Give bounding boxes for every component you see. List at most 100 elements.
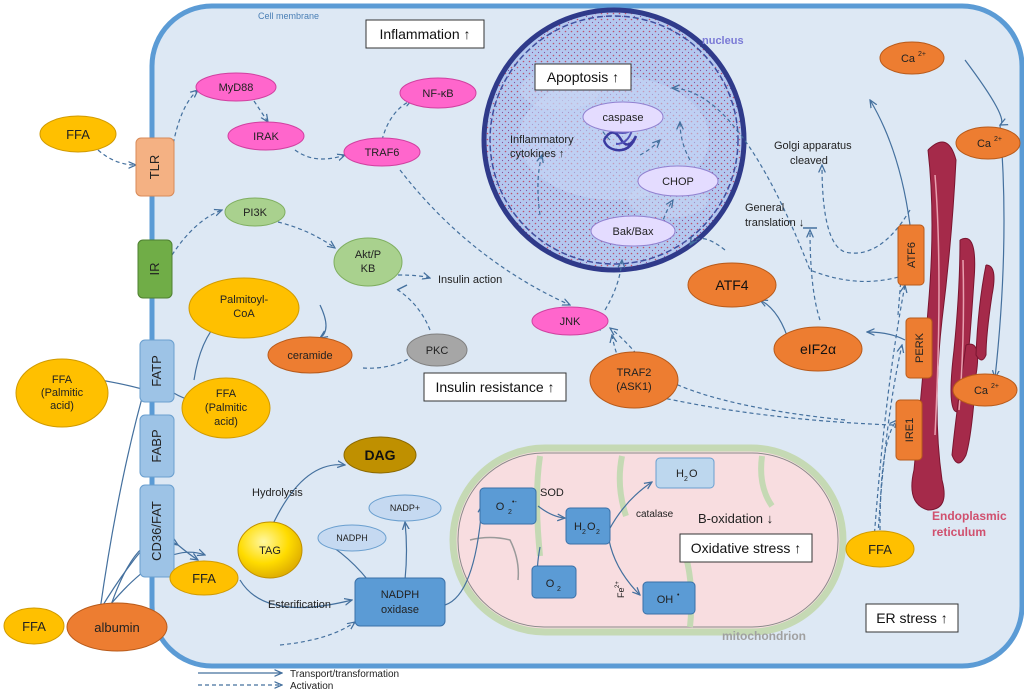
svg-text:ATF4: ATF4 <box>715 277 748 293</box>
receptor-fatp[interactable]: FATP <box>139 339 175 403</box>
svg-text:Activation: Activation <box>290 681 333 690</box>
receptor-ire1[interactable]: IRE1 <box>895 399 923 461</box>
svg-text:2: 2 <box>582 529 586 536</box>
svg-text:IR: IR <box>147 263 162 276</box>
svg-text:eIF2α: eIF2α <box>800 341 836 357</box>
svg-text:Bak/Bax: Bak/Bax <box>613 226 654 238</box>
svg-text:Ca: Ca <box>977 138 992 150</box>
svg-text:albumin: albumin <box>94 620 140 635</box>
svg-text:O: O <box>689 468 698 480</box>
palmitoyl-coa-node[interactable]: Palmitoyl- CoA <box>188 277 300 339</box>
svg-text:CoA: CoA <box>233 308 255 320</box>
svg-text:2+: 2+ <box>918 51 926 58</box>
svg-text:FFA: FFA <box>868 542 892 557</box>
myd88-node[interactable]: MyD88 <box>195 72 277 102</box>
svg-text:Palmitoyl-: Palmitoyl- <box>220 294 269 306</box>
receptor-tlr[interactable]: TLR <box>135 137 175 197</box>
svg-text:ceramide: ceramide <box>287 350 332 362</box>
irak-node[interactable]: IRAK <box>227 121 305 151</box>
catalase-label: catalase <box>636 509 674 520</box>
fe-label: Fe 2+ <box>615 581 626 598</box>
traf2-node[interactable]: TRAF2 (ASK1) <box>589 351 679 409</box>
svg-text:caspase: caspase <box>603 112 644 124</box>
jnk-node[interactable]: JNK <box>531 306 609 336</box>
svg-text:FATP: FATP <box>149 355 164 387</box>
receptor-atf6[interactable]: ATF6 <box>897 224 925 286</box>
svg-text:H: H <box>574 521 582 533</box>
svg-text:IRAK: IRAK <box>253 131 279 143</box>
calcium-node-middle[interactable]: Ca 2+ <box>955 126 1021 160</box>
svg-text:NADPH: NADPH <box>381 589 420 601</box>
nadph-node[interactable]: NADPH <box>317 524 387 552</box>
aktpkb-node[interactable]: Akt/P KB <box>333 237 403 287</box>
svg-text:FFA: FFA <box>22 619 46 634</box>
golgi-label-2: cleaved <box>790 155 828 167</box>
svg-text:FFA: FFA <box>52 374 73 386</box>
dag-node[interactable]: DAG <box>343 436 417 474</box>
svg-text:Ca: Ca <box>974 385 989 397</box>
er-label-1: Endoplasmic <box>932 509 1007 523</box>
h2o2-node[interactable]: H 2 O 2 <box>565 507 611 545</box>
h2o-node[interactable]: H 2 O <box>655 457 715 489</box>
calcium-node-top[interactable]: Ca 2+ <box>879 41 945 75</box>
golgi-label-1: Golgi apparatus <box>774 140 852 152</box>
svg-text:PI3K: PI3K <box>243 207 268 219</box>
general-translation-label-2: translation ↓ <box>745 217 804 229</box>
bakbax-node[interactable]: Bak/Bax <box>590 215 676 247</box>
ffa-palmitic-outside-node[interactable]: FFA (Palmitic acid) <box>15 358 109 428</box>
calcium-node-bottom[interactable]: Ca 2+ <box>952 373 1018 407</box>
svg-text:OH: OH <box>657 594 674 606</box>
svg-text:TAG: TAG <box>259 545 281 557</box>
svg-text:2: 2 <box>557 586 561 593</box>
traf6-node[interactable]: TRAF6 <box>343 137 421 167</box>
svg-text:Inflammation ↑: Inflammation ↑ <box>379 26 470 42</box>
tag-node[interactable]: TAG <box>237 521 303 579</box>
oxygen-node[interactable]: O 2 <box>531 565 577 599</box>
receptor-cd36[interactable]: CD36/FAT <box>139 484 175 578</box>
inflammation-box: Inflammation ↑ <box>365 19 485 49</box>
svg-text:NADP+: NADP+ <box>390 503 420 513</box>
svg-text:O: O <box>546 578 555 590</box>
er-stress-box: ER stress ↑ <box>865 603 959 633</box>
svg-text:TRAF6: TRAF6 <box>365 147 400 159</box>
receptor-fabp[interactable]: FABP <box>139 414 175 478</box>
ffa-inner-node[interactable]: FFA <box>169 560 239 596</box>
svg-text:•-: •- <box>512 499 517 506</box>
nadp-plus-node[interactable]: NADP+ <box>368 494 442 522</box>
ffa-er-node[interactable]: FFA <box>845 530 915 568</box>
svg-text:PERK: PERK <box>914 332 926 363</box>
esterification-label: Esterification <box>268 599 331 611</box>
ceramide-node[interactable]: ceramide <box>267 336 353 374</box>
ffa-palmitic-inside-node[interactable]: FFA (Palmitic acid) <box>181 377 271 439</box>
atf4-node[interactable]: ATF4 <box>687 262 777 308</box>
svg-text:IRE1: IRE1 <box>904 418 916 442</box>
eif2a-node[interactable]: eIF2α <box>773 326 863 372</box>
apoptosis-box: Apoptosis ↑ <box>534 63 632 91</box>
chop-node[interactable]: CHOP <box>637 165 719 197</box>
svg-text:2: 2 <box>596 529 600 536</box>
svg-text:Ca: Ca <box>901 53 916 65</box>
ffa-bottom-left-node[interactable]: FFA <box>3 607 65 645</box>
svg-text:TLR: TLR <box>147 155 162 180</box>
svg-text:(Palmitic: (Palmitic <box>205 402 248 414</box>
superoxide-node[interactable]: O 2 •- <box>479 487 537 525</box>
nfkb-node[interactable]: NF-κB <box>399 77 477 109</box>
albumin-node[interactable]: albumin <box>66 602 168 652</box>
receptor-perk[interactable]: PERK <box>905 317 933 379</box>
nadph-oxidase-node[interactable]: NADPH oxidase <box>354 577 446 627</box>
svg-text:(ASK1): (ASK1) <box>616 381 651 393</box>
ffa-tlr-node[interactable]: FFA <box>39 115 117 153</box>
activation-arrows <box>97 88 911 646</box>
svg-text:oxidase: oxidase <box>381 604 419 616</box>
insulin-resistance-box: Insulin resistance ↑ <box>423 372 567 402</box>
pkc-node[interactable]: PKC <box>406 333 468 367</box>
pi3k-node[interactable]: PI3K <box>224 197 286 227</box>
svg-text:ER stress ↑: ER stress ↑ <box>876 610 948 626</box>
caspase-node[interactable]: caspase <box>582 101 664 133</box>
receptor-ir[interactable]: IR <box>137 239 173 299</box>
hydroxyl-node[interactable]: OH • <box>642 581 696 615</box>
svg-text:Fe: Fe <box>616 587 626 598</box>
svg-text:O: O <box>496 501 505 513</box>
cell-membrane-label: Cell membrane <box>258 11 319 21</box>
